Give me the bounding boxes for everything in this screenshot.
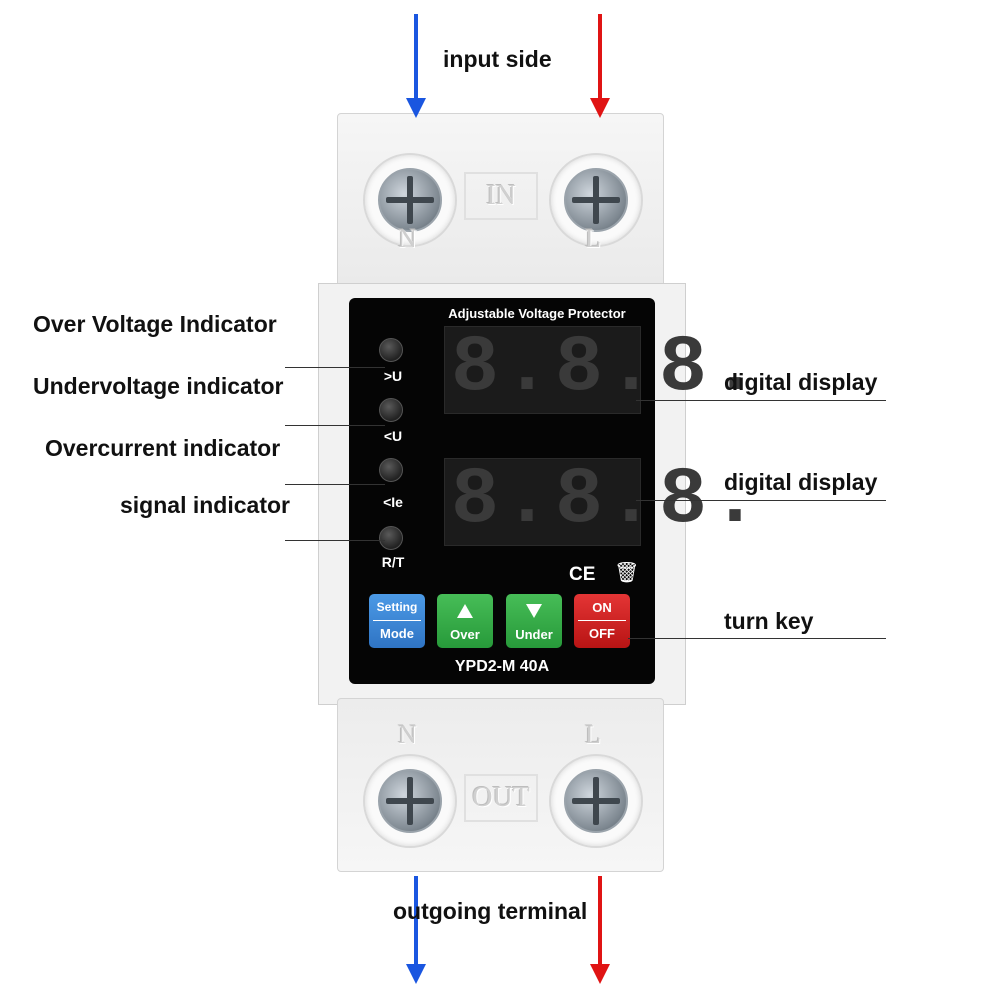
digital-display-bottom: 8.8.8.	[444, 458, 759, 546]
under-label: Under	[515, 627, 553, 642]
digital-display-leader-1	[636, 400, 886, 401]
output-terminal-n	[363, 754, 457, 848]
weee-bin-icon: 🗑	[614, 562, 640, 584]
input-neutral-arrow	[406, 14, 426, 118]
undervoltage-callout: Undervoltage indicator	[33, 373, 284, 399]
digital-display-callout-1: digital display	[724, 369, 878, 395]
setting-mode-button[interactable]: Setting Mode	[369, 594, 425, 648]
signal-led	[379, 526, 403, 550]
over-button[interactable]: Over	[437, 594, 493, 648]
off-label: OFF	[589, 626, 615, 641]
led-label-signal: R/T	[381, 554, 405, 570]
mode-label: Mode	[380, 626, 414, 641]
signal-leader	[285, 540, 385, 541]
on-off-button[interactable]: ON OFF	[574, 594, 630, 648]
led-label-over-voltage: >U	[383, 368, 403, 384]
turn-key-leader	[628, 638, 886, 639]
output-neutral-arrow	[406, 876, 426, 984]
top-l-label: L	[585, 224, 601, 253]
button-divider	[373, 620, 421, 621]
over-voltage-led	[379, 338, 403, 362]
signal-callout: signal indicator	[120, 492, 290, 518]
display-top-digits: 8.8.8.	[451, 323, 764, 414]
under-button[interactable]: Under	[506, 594, 562, 648]
setting-label: Setting	[376, 600, 418, 614]
in-label: IN	[464, 172, 538, 220]
outgoing-terminal-label: outgoing terminal	[393, 898, 588, 924]
input-side-label: input side	[443, 46, 552, 72]
undervoltage-led	[379, 398, 403, 422]
bottom-n-label: N	[398, 720, 417, 749]
front-panel: Adjustable Voltage Protector >U <U <Ie R…	[349, 298, 759, 684]
out-label: OUT	[464, 774, 538, 822]
bottom-l-label: L	[585, 720, 601, 749]
over-voltage-leader	[285, 367, 385, 368]
screw-icon	[564, 168, 628, 232]
input-terminal-l	[549, 153, 643, 247]
digital-display-leader-2	[636, 500, 886, 501]
digital-display-callout-2: digital display	[724, 469, 878, 495]
down-arrow-icon	[526, 604, 542, 618]
led-label-undervoltage: <U	[383, 428, 403, 444]
screw-icon	[378, 168, 442, 232]
turn-key-callout: turn key	[724, 608, 814, 634]
input-terminal-n	[363, 153, 457, 247]
output-live-arrow	[590, 876, 610, 984]
output-terminal-l	[549, 754, 643, 848]
over-voltage-callout: Over Voltage Indicator	[33, 311, 277, 337]
button-divider	[578, 620, 626, 621]
screw-icon	[564, 769, 628, 833]
screw-icon	[378, 769, 442, 833]
top-n-label: N	[398, 224, 417, 253]
undervoltage-leader	[285, 425, 385, 426]
digital-display-top: 8.8.8.	[444, 326, 759, 414]
over-label: Over	[450, 627, 480, 642]
up-arrow-icon	[457, 604, 473, 618]
overcurrent-leader	[285, 484, 385, 485]
input-live-arrow	[590, 14, 610, 118]
panel-title: Adjustable Voltage Protector	[448, 306, 626, 321]
on-label: ON	[592, 600, 612, 615]
model-number: YPD2-M 40A	[454, 658, 550, 675]
ce-mark: CE	[569, 564, 596, 585]
led-label-overcurrent: <Ie	[383, 494, 403, 510]
overcurrent-led	[379, 458, 403, 482]
overcurrent-callout: Overcurrent indicator	[45, 435, 281, 461]
